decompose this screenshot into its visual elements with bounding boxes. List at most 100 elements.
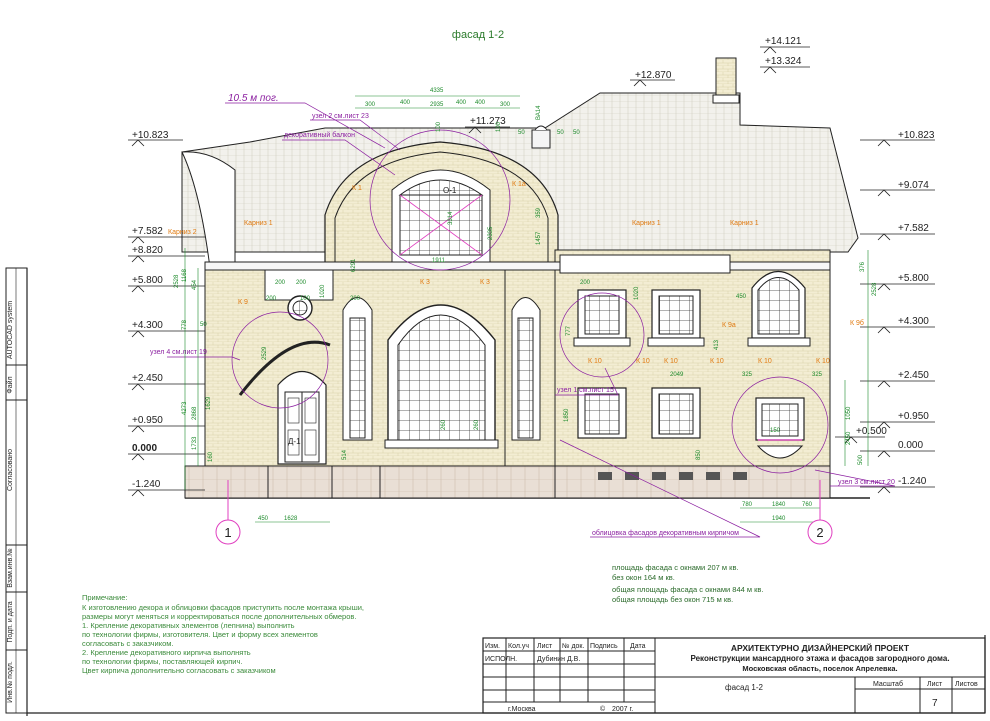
window-mark-o1: О-1 xyxy=(443,186,457,195)
tag-cornice1-c: Карниз 1 xyxy=(244,220,273,227)
dim-text: 160 xyxy=(208,451,214,462)
tb-year: 2007 г. xyxy=(612,706,633,713)
level-left: +7.582 xyxy=(132,226,163,237)
callout-node2: узел 2 см.лист 23 xyxy=(312,113,369,120)
vent-hole xyxy=(706,472,720,480)
tb-copyright: © xyxy=(600,705,606,713)
tag-k10: К 10 xyxy=(588,358,602,365)
tag-k3-a: К 3 xyxy=(420,279,430,286)
level-left: 0.000 xyxy=(132,443,157,454)
level-right: +4.300 xyxy=(898,316,929,327)
dim-text: 1050 xyxy=(846,406,852,420)
tag-cornice1-a: Карниз 1 xyxy=(632,220,661,227)
door-mark-d1: Д-1 xyxy=(288,437,301,446)
tb-author: Дубинин Д.В. xyxy=(537,655,580,663)
tag-k9a: К 9а xyxy=(722,322,736,329)
side-stamp: AUTOCAD system Файл Согласовано Взам.инв… xyxy=(5,267,28,714)
axis-2: 2 xyxy=(816,525,823,540)
dim-text: 200 xyxy=(275,280,286,286)
levels-left xyxy=(128,139,205,497)
tb-sheet-no: 7 xyxy=(932,698,938,709)
notes: Примечание: К изготовлению декора и обли… xyxy=(82,593,364,675)
node1-circle xyxy=(559,292,645,378)
tb-header: Дата xyxy=(630,643,646,650)
level-top: +14.121 xyxy=(765,36,802,47)
node4-circle xyxy=(231,311,329,409)
node3-circle xyxy=(731,376,829,474)
entrance-door xyxy=(238,340,331,465)
note-line: 1. Крепление декоративных элементов (леп… xyxy=(82,621,295,630)
dim-text: 300 xyxy=(500,102,511,108)
central-arched-window xyxy=(384,304,499,449)
dim-text: 200 xyxy=(350,296,361,302)
plinth xyxy=(184,465,831,499)
dim-text: 260 xyxy=(441,419,447,430)
stamp-autocad: AUTOCAD system xyxy=(7,301,14,359)
node2-circle xyxy=(369,129,511,271)
dim-text: 2049 xyxy=(670,372,684,378)
dim-text: 400 xyxy=(475,100,486,106)
dim-text: 1940 xyxy=(772,516,786,522)
tb-sheet-name: фасад 1-2 xyxy=(725,683,763,692)
dim-text: 1840 xyxy=(772,502,786,508)
dim-text: 6291 xyxy=(351,258,357,272)
level-right: +0.950 xyxy=(898,411,929,422)
note-line: согласовать с заказчиком. xyxy=(82,639,174,648)
tb-header: Лист xyxy=(537,643,553,650)
dim-text: 376 xyxy=(860,261,866,272)
dim-text: 850 xyxy=(696,449,702,460)
dim-text: 50 xyxy=(557,130,564,136)
narrow-windows xyxy=(342,297,541,441)
stamp-inventory: Инв.№ подл. xyxy=(7,661,14,703)
dim-text: 1733 xyxy=(192,436,198,450)
tag-cornice2: Карниз 2 xyxy=(168,229,197,236)
dim-text: 454 xyxy=(192,279,198,290)
tag-k1a: К 1а xyxy=(512,181,526,188)
dim-text: 100 xyxy=(300,296,311,302)
dimension-texts: 4335 2935 400 400 300 400 300 50 50 50 В… xyxy=(174,88,878,522)
axis-markers: 1 2 xyxy=(215,480,833,545)
dim-text: 50 xyxy=(573,130,580,136)
dim-text: 1168 xyxy=(182,268,188,282)
dim-text: 2529 xyxy=(262,346,268,360)
callout-length: 10.5 м пог. xyxy=(228,93,279,104)
note-line: по технологии фирмы, изготовителя. Цвет … xyxy=(82,630,318,639)
dim-text: 2528 xyxy=(174,274,180,288)
level-top: +12.870 xyxy=(635,70,672,81)
tag-k10: К 10 xyxy=(710,358,724,365)
tag-k10: К 10 xyxy=(636,358,650,365)
note-line: по технологии фирмы, поставляющей кирпич… xyxy=(82,657,242,666)
vent-cap xyxy=(534,125,548,131)
dim-text: 2335 xyxy=(488,226,494,240)
stamp-replaced: Взам.инв.№ xyxy=(7,548,14,587)
level-left: +4.300 xyxy=(132,320,163,331)
tb-sheet-label: Лист xyxy=(927,681,943,688)
dim-text: 325 xyxy=(742,372,753,378)
dim-text: 500 xyxy=(858,454,864,465)
dim-text: 450 xyxy=(736,294,747,300)
note-line: размеры могут меняться и корректироватьс… xyxy=(82,612,356,621)
dim-text: 400 xyxy=(456,100,467,106)
dim-text: 50 xyxy=(518,130,525,136)
dim-text: 760 xyxy=(802,502,813,508)
axis-1: 1 xyxy=(224,525,231,540)
dim-text: 150 xyxy=(770,428,781,434)
chimney-tall xyxy=(715,57,737,99)
dim-text: 514 xyxy=(342,449,348,460)
dim-text: 200 xyxy=(266,296,277,302)
stamp-sign-date: Подп. и дата xyxy=(7,601,14,642)
chimney-cap xyxy=(712,94,740,104)
level-right: +7.582 xyxy=(898,223,929,234)
dim-text: 1020 xyxy=(320,284,326,298)
tag-k10: К 10 xyxy=(816,358,830,365)
note-line: 2. Крепление декоративного кирпича выпол… xyxy=(82,648,251,657)
dim-text: 2528 xyxy=(872,282,878,296)
area-line: площадь фасада с окнами 207 м кв. xyxy=(612,563,739,572)
dim-text: 200 xyxy=(296,280,307,286)
area-line: общая площадь без окон 715 м кв. xyxy=(612,595,733,604)
tb-header: Изм. xyxy=(485,643,500,650)
callout-balcony: декоративный балкон xyxy=(284,131,355,139)
dim-text: 3314 xyxy=(448,211,454,225)
